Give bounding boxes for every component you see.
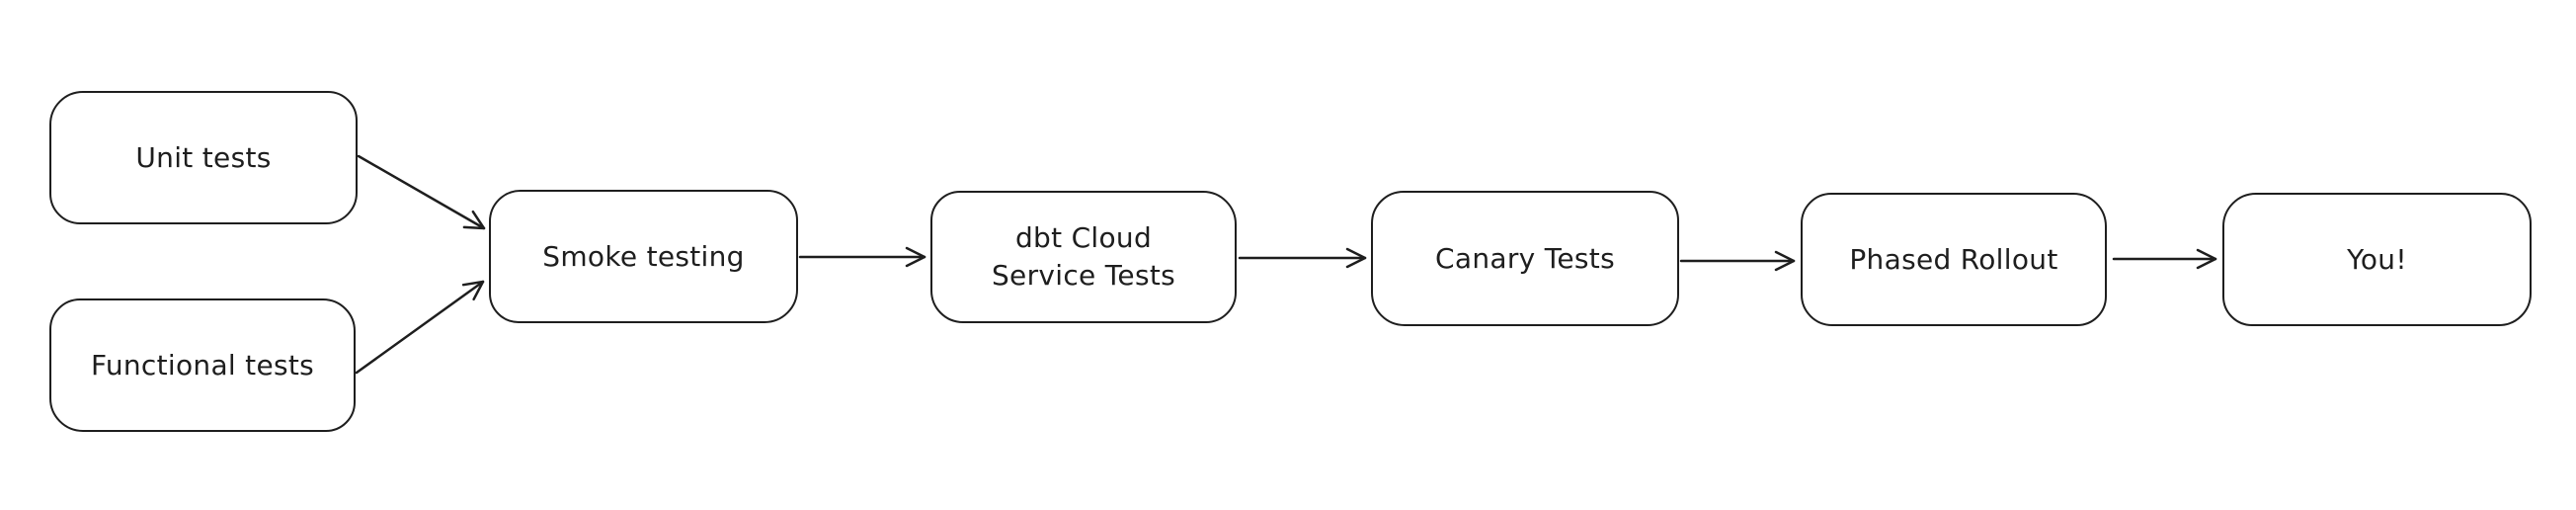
node-smoke-testing-label: Smoke testing — [542, 239, 745, 273]
node-dbt-cloud-service-tests-label: dbt Cloud Service Tests — [991, 221, 1175, 292]
node-unit-tests: Unit tests — [49, 91, 358, 224]
edge-functional-tests-to-smoke-testing — [355, 280, 485, 375]
node-canary-tests: Canary Tests — [1371, 191, 1679, 326]
node-canary-tests-label: Canary Tests — [1435, 241, 1615, 275]
node-smoke-testing: Smoke testing — [489, 190, 798, 323]
node-you-label: You! — [2347, 242, 2407, 276]
edge-unit-tests-to-smoke-testing — [357, 154, 486, 230]
node-functional-tests: Functional tests — [49, 298, 356, 432]
node-phased-rollout-label: Phased Rollout — [1849, 242, 2058, 276]
node-functional-tests-label: Functional tests — [90, 348, 315, 382]
node-phased-rollout: Phased Rollout — [1801, 193, 2107, 326]
node-you: You! — [2222, 193, 2532, 326]
node-unit-tests-label: Unit tests — [135, 140, 272, 174]
node-dbt-cloud-service-tests: dbt Cloud Service Tests — [930, 191, 1237, 323]
